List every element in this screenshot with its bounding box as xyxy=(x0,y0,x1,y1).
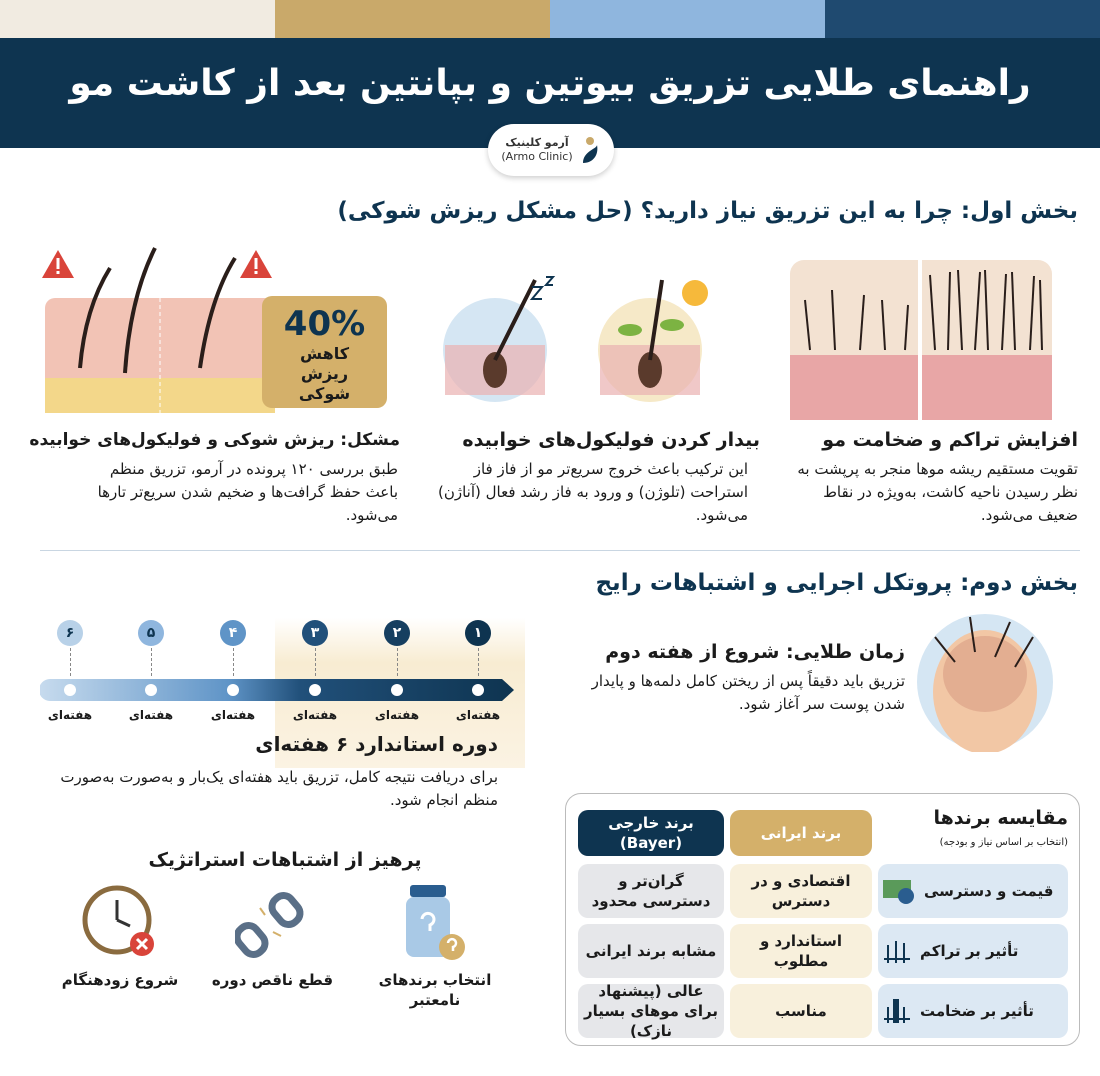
row-label-text: قیمت و دسترسی xyxy=(924,882,1054,900)
iranian-brand-cell: مناسب xyxy=(730,984,872,1038)
timeline-dot xyxy=(64,684,76,696)
row-label-text: تأثیر بر تراکم xyxy=(920,942,1019,960)
golden-time-title: زمان طلایی: شروع از هفته دوم xyxy=(605,641,905,663)
scalp-head-image xyxy=(917,614,1053,752)
logo-leaf-icon xyxy=(582,137,598,163)
card-problem-title: مشکل: ریزش شوکی و فولیکول‌های خوابیده xyxy=(29,430,400,450)
top-color-bar-gold xyxy=(275,0,550,38)
card-follicle-title: بیدار کردن فولیکول‌های خوابیده xyxy=(462,429,760,451)
page-title: راهنمای طلایی تزریق بیوتین و بپانتین بعد… xyxy=(69,63,1031,104)
timeline-arrow-bar xyxy=(40,679,514,701)
mistakes-title: پرهیز از اشتباهات استراتژیک xyxy=(148,849,422,871)
timeline-week-label: هفته‌ای xyxy=(128,708,174,722)
question-vial-icon xyxy=(406,885,465,960)
timeline-week-label: هفته‌ای xyxy=(292,708,338,722)
timeline-step-1: ۱ xyxy=(465,620,491,646)
iranian-brand-cell: استاندارد و مطلوب xyxy=(730,924,872,978)
card-density-text: تقویت مستقیم ریشه موها منجر به پرپشت به … xyxy=(797,460,1078,524)
badge-text: کاهش ریزش شوکی xyxy=(298,344,351,403)
clock-x-icon xyxy=(82,885,154,956)
timeline-connector xyxy=(70,648,71,676)
column-header-foreign: برند خارجی (Bayer) xyxy=(578,810,724,856)
brand-row-label: تأثیر بر تراکم xyxy=(878,924,1068,978)
top-color-bar-navy xyxy=(825,0,1100,38)
iranian-brand-cell: اقتصادی و در دسترس xyxy=(730,864,872,918)
card-problem-text: طبق بررسی ۱۲۰ پرونده در آرمو، تزریق منظم… xyxy=(97,460,398,524)
hair-follicles-icon xyxy=(884,941,910,963)
logo-name-en: (Armo Clinic) xyxy=(501,150,573,163)
timeline-week-label: هفته‌ای xyxy=(374,708,420,722)
warning-icon xyxy=(240,250,272,278)
timeline-week-label: هفته‌ای xyxy=(455,708,501,722)
section-divider xyxy=(40,550,1080,551)
foreign-brand-cell: گران‌تر و دسترسی محدود xyxy=(578,864,724,918)
mistake-label-incomplete: قطع ناقص دوره xyxy=(211,971,334,989)
brand-row-label: قیمت و دسترسی xyxy=(878,864,1068,918)
timeline-connector xyxy=(233,648,234,676)
money-globe-icon xyxy=(883,880,914,904)
sleeping-follicle-image xyxy=(443,276,708,402)
foreign-brand-cell: مشابه برند ایرانی xyxy=(578,924,724,978)
timeline-step-2: ۲ xyxy=(384,620,410,646)
timeline-dot xyxy=(472,684,484,696)
column-header-iranian: برند ایرانی xyxy=(730,810,872,856)
logo-name-fa: آرمو کلینیک xyxy=(505,136,569,149)
badge-value: 40% xyxy=(283,304,366,344)
card-follicle-text: این ترکیب باعث خروج سریع‌تر مو از فاز فا… xyxy=(438,460,748,524)
card-density-title: افزایش تراکم و ضخامت مو xyxy=(822,429,1078,451)
timeline-dot xyxy=(145,684,157,696)
shock-loss-badge: 40% کاهش ریزش شوکی xyxy=(262,296,387,408)
timeline-week-label: هفته‌ای xyxy=(47,708,93,722)
zzz-icon xyxy=(529,276,556,300)
timeline-title: دوره استاندارد ۶ هفته‌ای xyxy=(255,732,498,756)
brand-row-label: تأثیر بر ضخامت xyxy=(878,984,1068,1038)
hair-density-comparison-image xyxy=(790,260,1052,420)
brands-title: مقایسه برندها xyxy=(933,807,1068,829)
section2-heading: بخش دوم: پروتکل اجرایی و اشتباهات رایج xyxy=(595,570,1078,596)
mistake-label-early: شروع زودهنگام xyxy=(61,971,179,989)
timeline-step-6: ۶ xyxy=(57,620,83,646)
timeline-connector xyxy=(397,648,398,676)
timeline-week-label: هفته‌ای xyxy=(210,708,256,722)
golden-time-text: تزریق باید دقیقاً پس از ریختن کامل دلمه‌… xyxy=(591,672,905,713)
timeline-step-5: ۵ xyxy=(138,620,164,646)
timeline-step-3: ۳ xyxy=(302,620,328,646)
timeline-connector xyxy=(151,648,152,676)
timeline-dot xyxy=(391,684,403,696)
foreign-brand-cell: عالی (پیشنهاد برای موهای بسیار نازک) xyxy=(578,982,724,1040)
shock-loss-image xyxy=(42,247,275,413)
row-label-text: تأثیر بر ضخامت xyxy=(920,1002,1034,1020)
warning-icon xyxy=(42,250,74,278)
timeline-text: برای دریافت نتیجه کامل، تزریق باید هفته‌… xyxy=(60,768,498,809)
thick-hair-icon xyxy=(884,999,910,1023)
top-color-bar-blue xyxy=(550,0,825,38)
section1-heading: بخش اول: چرا به این تزریق نیاز دارید؟ (ح… xyxy=(337,198,1078,224)
timeline-dot xyxy=(309,684,321,696)
timeline-dot xyxy=(227,684,239,696)
timeline-connector xyxy=(315,648,316,676)
mistake-label-brand: انتخاب برندهای نامعتبر xyxy=(378,971,492,1009)
broken-chain-icon xyxy=(235,892,304,958)
timeline-connector xyxy=(478,648,479,676)
timeline-step-4: ۴ xyxy=(220,620,246,646)
sun-icon xyxy=(682,280,708,306)
clinic-logo: آرمو کلینیک(Armo Clinic) xyxy=(488,124,614,176)
brands-subtitle: (انتخاب بر اساس نیاز و بودجه) xyxy=(939,837,1068,848)
top-color-bar-beige xyxy=(0,0,275,38)
